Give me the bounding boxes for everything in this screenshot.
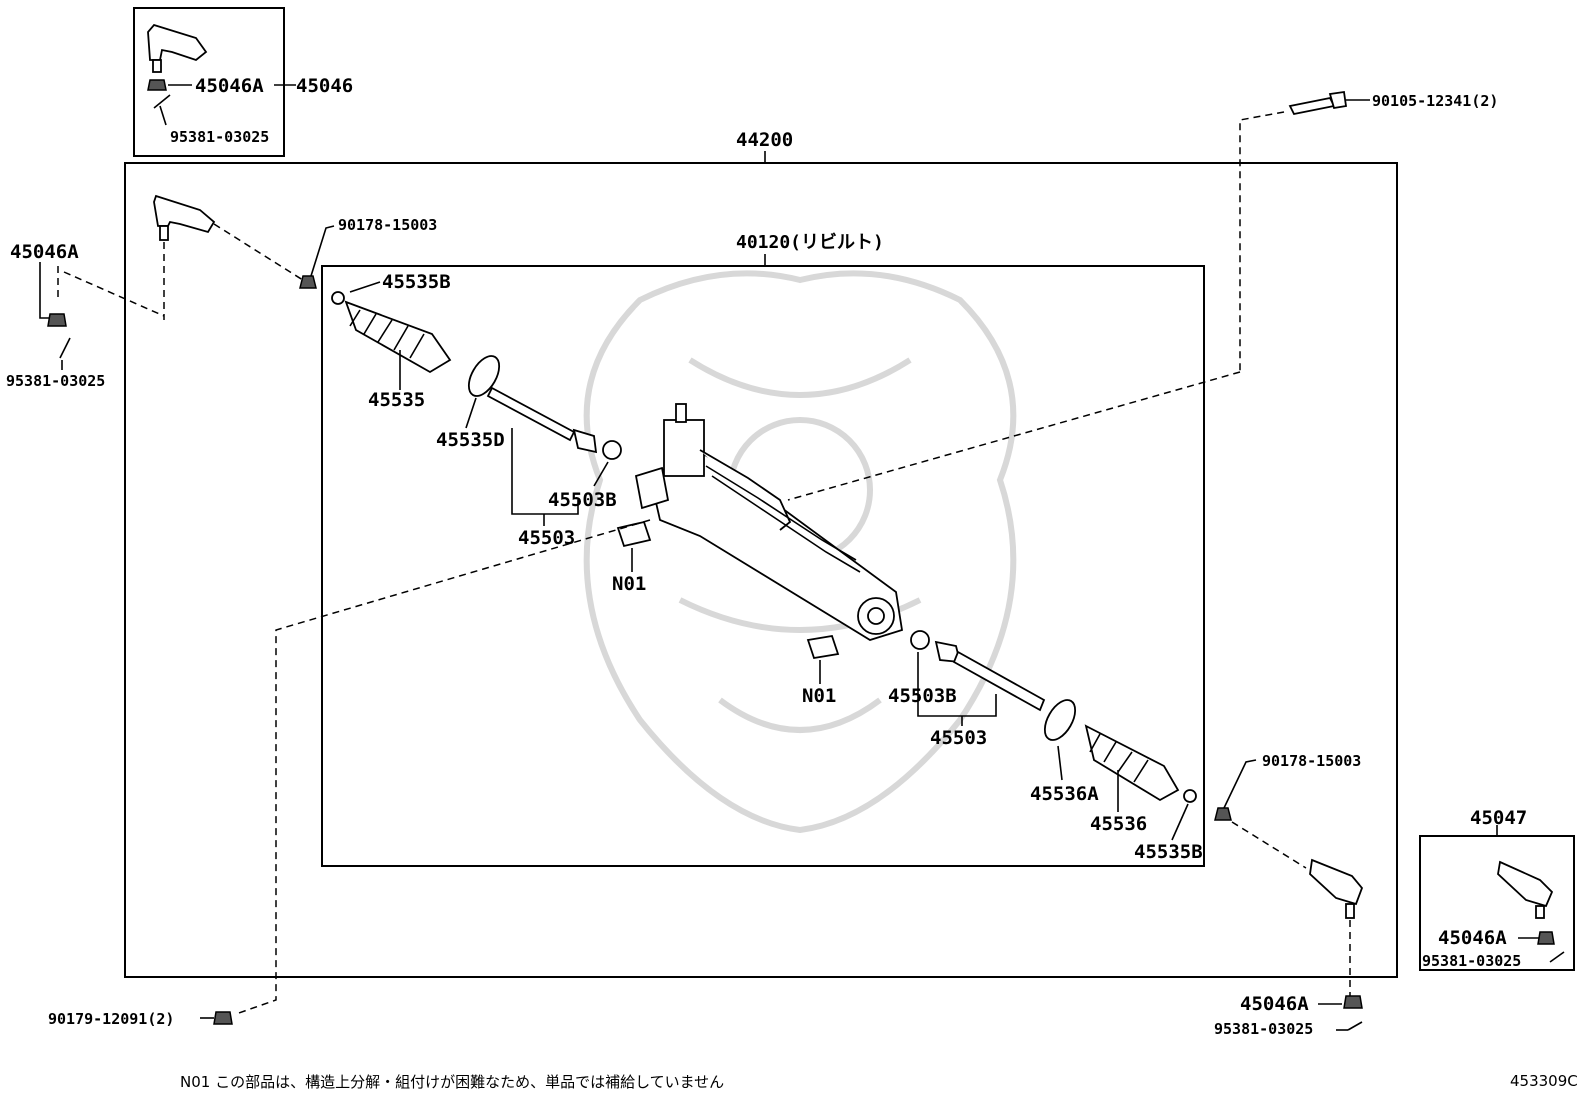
label-washer-b-right: 45503B <box>888 685 957 707</box>
rebuilt-box-40120 <box>321 265 1205 867</box>
drawing-number: 453309C <box>1510 1072 1578 1090</box>
label-cotter-pin-bottom-right: 95381-03025 <box>1214 1020 1313 1038</box>
label-tie-rod-right: 45503 <box>930 727 987 749</box>
tie-rod-end-left <box>153 194 307 320</box>
tie-rod-end-kit-lh <box>147 23 208 126</box>
label-washer-b-left: 45503B <box>548 489 617 511</box>
label-n01-right: N01 <box>802 685 836 707</box>
rack-housing <box>634 403 904 641</box>
label-rack-rebuilt: 40120(リビルト) <box>736 232 884 253</box>
kit-box-45046 <box>133 7 285 157</box>
label-nut-a-left: 45046A <box>10 241 79 263</box>
label-clip-b-right: 45535B <box>1134 841 1203 863</box>
label-nut-a-kit-lh: 45046A <box>195 75 264 97</box>
n01-bushing-right <box>806 634 840 660</box>
tie-rod-end-right <box>1231 821 1364 1000</box>
tie-rod-right <box>910 630 1046 712</box>
label-cotter-pin-kit-lh: 95381-03025 <box>170 128 269 146</box>
label-boot-right: 45536 <box>1090 813 1147 835</box>
label-n01-left: N01 <box>612 573 646 595</box>
label-nut-bottom-left: 90179-12091(2) <box>48 1010 174 1028</box>
tie-rod-end-kit-rh <box>1497 860 1554 919</box>
tie-rod-left <box>486 386 622 460</box>
label-nut-a-bottom-right: 45046A <box>1240 993 1309 1015</box>
label-clip-b-left: 45535B <box>382 271 451 293</box>
label-clamp-d-left: 45535D <box>436 429 505 451</box>
dash-lower-left <box>235 519 651 1015</box>
label-cotter-pin-kit-rh: 95381-03025 <box>1422 952 1521 970</box>
label-tie-rod-end-kit-rh: 45047 <box>1470 807 1527 829</box>
label-boot-left: 45535 <box>368 389 425 411</box>
label-tie-rod-end-kit-lh: 45046 <box>296 75 353 97</box>
assy-box-44200 <box>124 162 1398 978</box>
label-nut-right: 90178-15003 <box>1262 752 1361 770</box>
label-clamp-a-right: 45536A <box>1030 783 1099 805</box>
label-bolt-top: 90105-12341(2) <box>1372 92 1498 110</box>
kit-box-45047 <box>1419 835 1575 971</box>
bolt-top <box>787 90 1370 501</box>
boot-left <box>331 291 501 397</box>
boot-right <box>1043 699 1197 803</box>
label-rack-assy: 44200 <box>736 129 793 151</box>
label-tie-rod-left: 45503 <box>518 527 575 549</box>
label-cotter-pin-left: 95381-03025 <box>6 372 105 390</box>
n01-bushing-left <box>616 520 652 548</box>
footnote: N01 この部品は、構造上分解・組付けが困難なため、単品では補給していません <box>180 1073 724 1091</box>
label-nut-left: 90178-15003 <box>338 216 437 234</box>
label-nut-a-kit-rh: 45046A <box>1438 927 1507 949</box>
